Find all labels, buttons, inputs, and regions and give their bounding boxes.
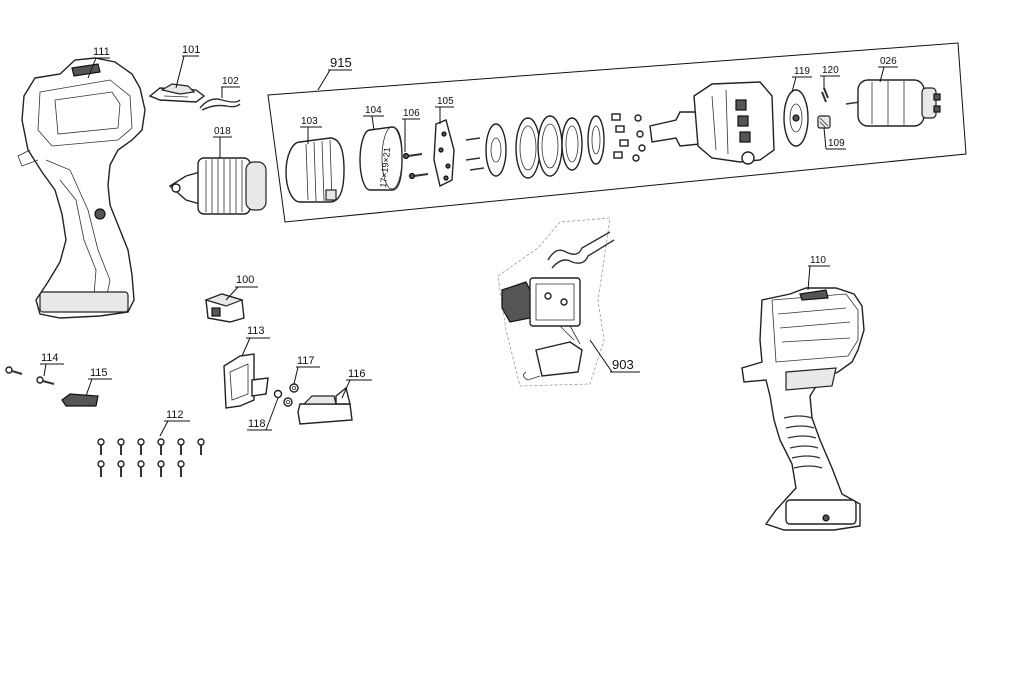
label-018: 018	[214, 126, 231, 137]
torque-ring-104: 17×19×21	[359, 126, 403, 191]
motor-026	[845, 79, 941, 127]
label-120: 120	[822, 65, 839, 76]
callout-903: 903	[589, 339, 640, 373]
label-103: 103	[301, 116, 318, 127]
label-102: 102	[222, 76, 239, 87]
ring-marking: 17×19×21	[378, 147, 392, 188]
housing-half-110	[741, 287, 865, 531]
gearbox-body	[649, 81, 775, 165]
label-106: 106	[403, 108, 420, 119]
switch-assembly-903	[497, 217, 615, 387]
callout-117: 117	[293, 355, 320, 385]
label-100: 100	[236, 274, 254, 286]
screws-120	[821, 87, 829, 103]
label-026: 026	[880, 56, 897, 67]
screw-row-top	[97, 438, 205, 455]
label-101: 101	[182, 44, 200, 56]
callout-112: 112	[159, 409, 190, 437]
label-109: 109	[828, 138, 845, 149]
belt-clip-plate-113	[223, 353, 269, 409]
label-915: 915	[330, 55, 352, 70]
small-screws	[465, 137, 485, 171]
pinion-109	[817, 115, 831, 129]
screws-112	[97, 438, 205, 477]
callout-102: 102	[221, 76, 240, 98]
label-111: 111	[93, 46, 110, 58]
label-116: 116	[348, 368, 366, 380]
housing-half-111	[17, 57, 146, 319]
screws-114	[5, 366, 55, 385]
label-115: 115	[90, 367, 108, 379]
direction-switch-100	[204, 293, 245, 323]
label-118: 118	[248, 418, 266, 430]
callout-103: 103	[300, 116, 322, 144]
screw-row-bottom	[97, 460, 185, 477]
label-110: 110	[810, 255, 826, 266]
callout-915: 915	[317, 55, 352, 91]
washer	[587, 115, 605, 165]
ring-gear	[515, 115, 583, 179]
callout-115: 115	[85, 367, 112, 397]
gear-housing-103	[285, 137, 345, 203]
bit-holder-115	[61, 393, 99, 407]
clutch-disc	[485, 123, 507, 177]
callout-119: 119	[791, 66, 812, 93]
screws-106	[402, 152, 429, 180]
label-113: 113	[247, 325, 265, 337]
callout-110: 110	[807, 255, 830, 291]
callout-109: 109	[823, 127, 846, 150]
gearbox-assembly-915: 103 17×19×21 104 106	[267, 42, 967, 223]
nuts-118	[273, 389, 293, 407]
label-114: 114	[41, 352, 59, 364]
callout-101: 101	[175, 44, 200, 89]
label-119: 119	[794, 66, 810, 77]
clip-101	[148, 83, 206, 103]
label-903: 903	[612, 357, 634, 372]
motor-plate-119	[783, 89, 809, 147]
chuck-018	[168, 157, 267, 215]
nut-117	[289, 383, 299, 393]
label-104: 104	[365, 105, 382, 116]
pins-and-balls	[611, 113, 646, 162]
callout-105: 105	[435, 96, 454, 124]
label-117: 117	[297, 355, 315, 367]
callout-026: 026	[878, 56, 898, 83]
callout-118: 118	[247, 397, 279, 431]
callout-106: 106	[402, 108, 420, 152]
callout-120: 120	[820, 65, 840, 90]
callout-114: 114	[40, 352, 64, 377]
callout-113: 113	[241, 325, 270, 357]
clutch-plate-105	[433, 119, 455, 188]
callout-104: 104	[363, 105, 384, 131]
callout-116: 116	[341, 368, 372, 399]
spring-clip-102	[199, 98, 241, 111]
label-105: 105	[437, 96, 454, 107]
callout-100: 100	[225, 274, 258, 301]
callout-018: 018	[213, 126, 232, 158]
label-112: 112	[166, 409, 184, 421]
callout-111: 111	[87, 46, 110, 79]
bracket-116	[297, 386, 353, 425]
